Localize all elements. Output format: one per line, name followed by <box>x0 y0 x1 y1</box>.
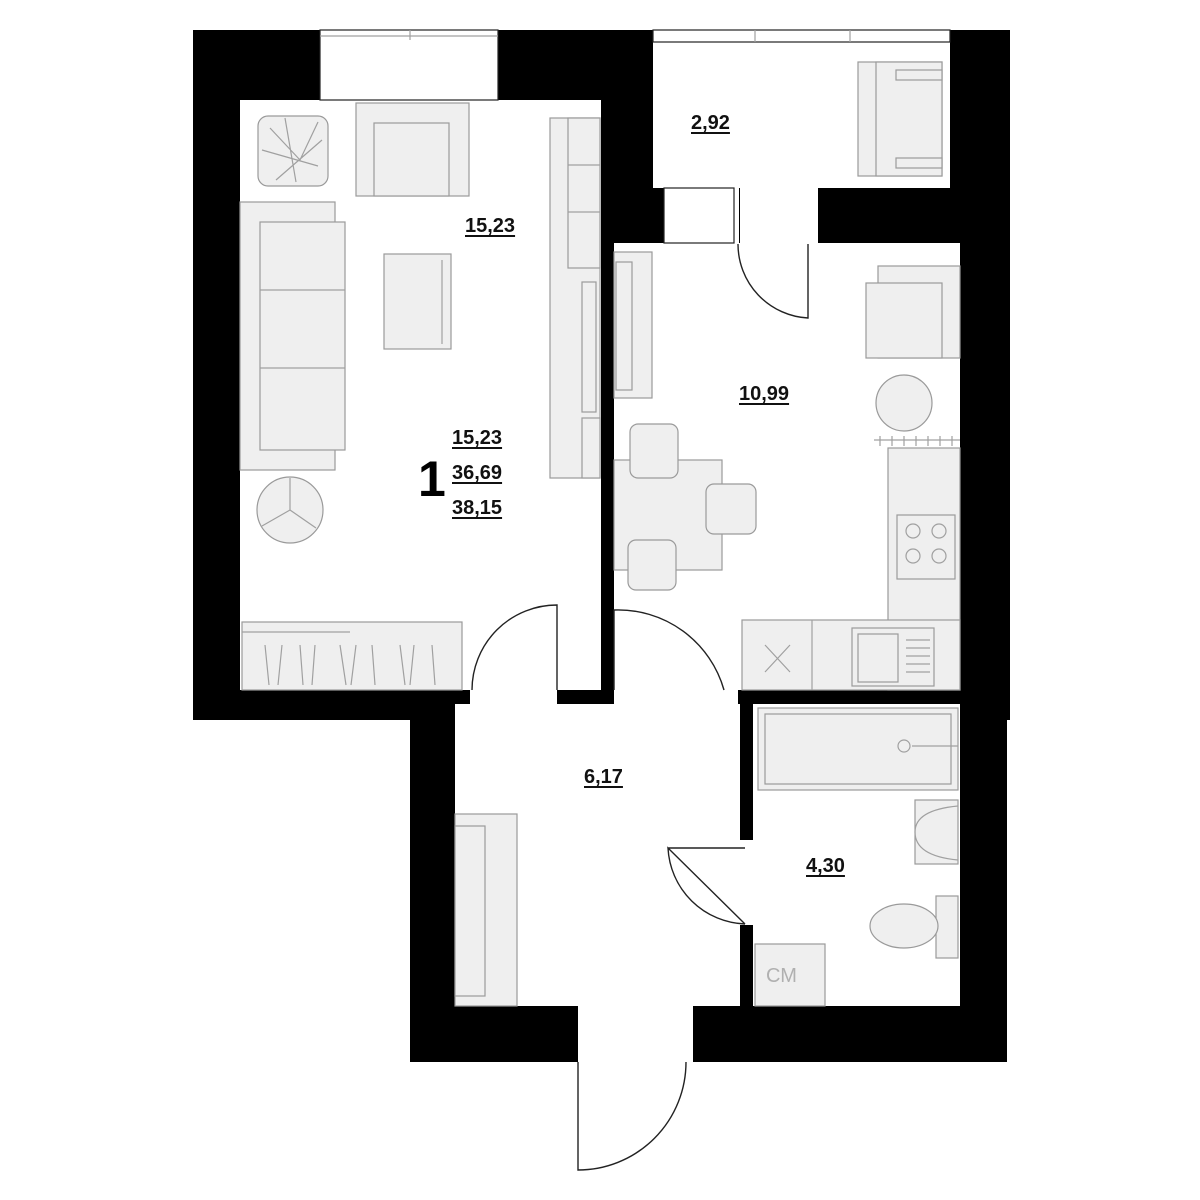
balcony-area: 2,92 <box>691 112 730 134</box>
bathroom-door <box>667 846 746 925</box>
balcony-furniture <box>857 61 943 177</box>
living-room-window <box>319 29 499 101</box>
balcony-door <box>737 243 809 319</box>
kitchen-area: 10,99 <box>739 383 790 405</box>
hallway-area: 6,17 <box>584 766 623 788</box>
windows <box>319 29 951 244</box>
total-area-with-balcony-summary: 38,15 <box>452 497 503 519</box>
entrance-door <box>577 1061 687 1171</box>
total-area-summary: 36,69 <box>452 462 503 484</box>
kitchen-furniture <box>613 251 961 691</box>
room-count: 1 <box>418 451 446 507</box>
living-room-door <box>471 604 558 691</box>
bathroom-furniture <box>754 707 959 1007</box>
kitchen-door <box>613 609 725 691</box>
living-room-area: 15,23 <box>465 215 516 237</box>
balcony-window <box>652 29 951 43</box>
kitchen-balcony-window <box>663 187 735 244</box>
hallway-furniture <box>454 813 518 1007</box>
living-room-furniture <box>239 102 601 691</box>
living-area-summary: 15,23 <box>452 427 503 449</box>
doors <box>471 243 809 1171</box>
bathroom-area: 4,30 <box>806 855 845 877</box>
washing-machine-label: СМ <box>766 965 797 987</box>
